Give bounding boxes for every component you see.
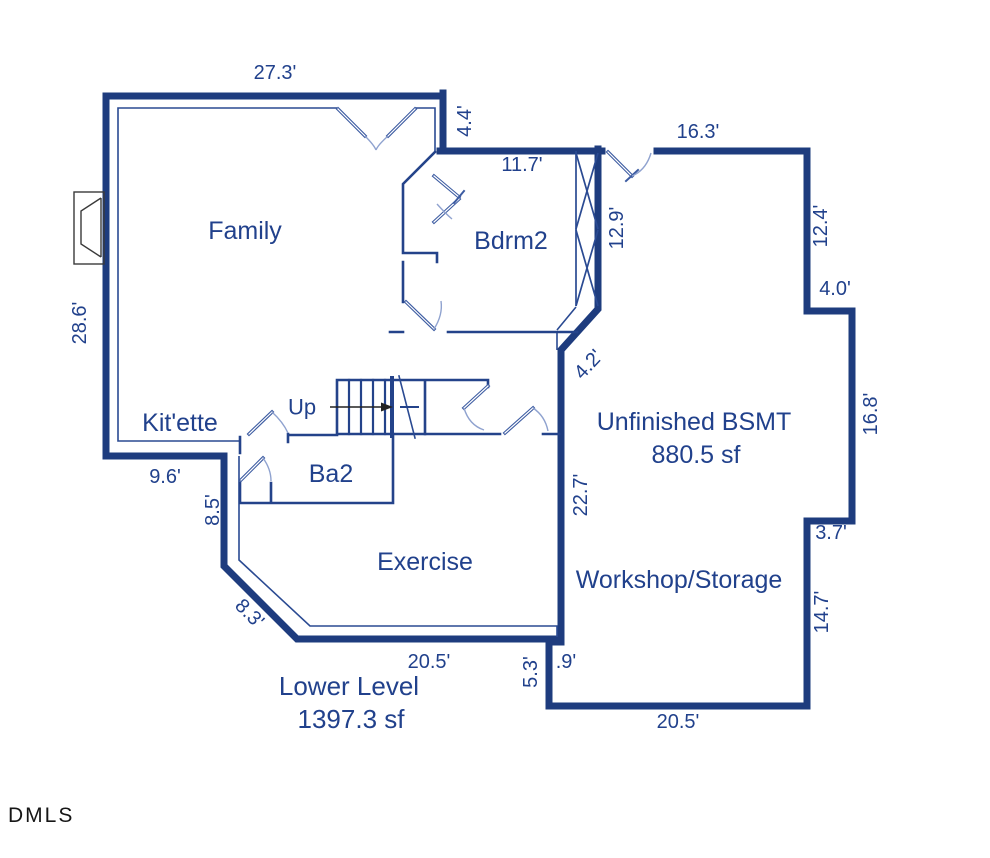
- inner-family-top-left: [117, 107, 337, 442]
- dim-12-4-label: 12.4': [810, 205, 832, 248]
- room-exercise-label: Exercise: [377, 548, 473, 576]
- inner-wall-lines: [117, 107, 577, 637]
- mls-watermark: DMLS: [8, 804, 75, 827]
- wall-bdrm2-closet: [401, 150, 439, 304]
- dim-11-7-label: 11.7': [501, 154, 542, 176]
- dim-20-5-upper-label: 20.5': [408, 651, 451, 673]
- room-unfinished-bsmt-label: Unfinished BSMT: [597, 408, 792, 436]
- wall-bsmt-outline: [545, 145, 856, 710]
- closet-door-arc: [436, 203, 453, 220]
- room-workshop-storage-label: Workshop/Storage: [576, 566, 783, 594]
- interior-walls: [238, 150, 579, 505]
- door-leaf-end-ticks: [452, 168, 640, 205]
- title-level-label: Lower Level: [279, 671, 419, 701]
- fireplace-box: [73, 191, 105, 265]
- dim-16-3-label: 16.3': [677, 121, 720, 143]
- dim-22-7-label: 22.7': [570, 474, 592, 517]
- double-door-arcs: [364, 135, 389, 151]
- room-kitette-label: Kit'ette: [142, 409, 218, 437]
- dim-4-2-label: 4.2': [570, 346, 608, 384]
- room-bdrm2-label: Bdrm2: [474, 227, 548, 255]
- hall-door-arc-1: [463, 407, 485, 431]
- dim-14-7-label: 14.7': [811, 591, 833, 634]
- inner-chamfer: [556, 306, 577, 350]
- ba2-door-arc: [262, 457, 272, 482]
- wall-hall-and-ba2: [238, 432, 561, 505]
- kitette-door-arc: [271, 411, 289, 434]
- dim-4-0-label: 4.0': [819, 278, 851, 300]
- door-leaf-strokes: [238, 106, 635, 483]
- dim-3-7-label: 3.7': [815, 522, 847, 544]
- hall-door-arc-2: [532, 407, 549, 432]
- fireplace-firebox: [80, 197, 102, 258]
- room-family-label: Family: [208, 217, 282, 245]
- exterior-walls: [102, 89, 856, 710]
- dim-4-4-label: 4.4': [454, 105, 476, 137]
- inner-exercise: [238, 456, 558, 637]
- bdrm2-door-arc: [433, 300, 443, 330]
- dim-16-8-label: 16.8': [860, 393, 882, 436]
- dim-27-3-label: 27.3': [254, 62, 297, 84]
- bsmt-entry-door-arc: [631, 152, 652, 177]
- room-bsmt-area-label: 880.5 sf: [652, 441, 741, 469]
- inner-family-top-right: [415, 107, 436, 151]
- title-area-label: 1397.3 sf: [298, 704, 406, 734]
- bdrm2-window: [575, 151, 599, 307]
- fireplace: [73, 191, 105, 265]
- dim-8-5-label: 8.5': [202, 494, 224, 526]
- up-arrow: [330, 402, 393, 412]
- door-swing-arcs: [262, 135, 652, 482]
- wall-family-kitette-outline: [102, 92, 564, 643]
- dim-0-9-label: .9': [556, 651, 577, 673]
- door-leaves: [238, 106, 640, 483]
- room-up-label: Up: [288, 395, 316, 420]
- dim-28-6-label: 28.6': [69, 302, 91, 345]
- dim-5-3-label: 5.3': [520, 656, 542, 688]
- room-ba2-label: Ba2: [309, 460, 353, 488]
- dim-9-6-label: 9.6': [149, 466, 181, 488]
- dim-20-5-lower-label: 20.5': [657, 711, 700, 733]
- dim-12-9-label: 12.9': [606, 207, 628, 250]
- up-arrow-head: [381, 402, 393, 412]
- door-leaf-core: [240, 108, 633, 481]
- window-x-glazing: [575, 152, 599, 307]
